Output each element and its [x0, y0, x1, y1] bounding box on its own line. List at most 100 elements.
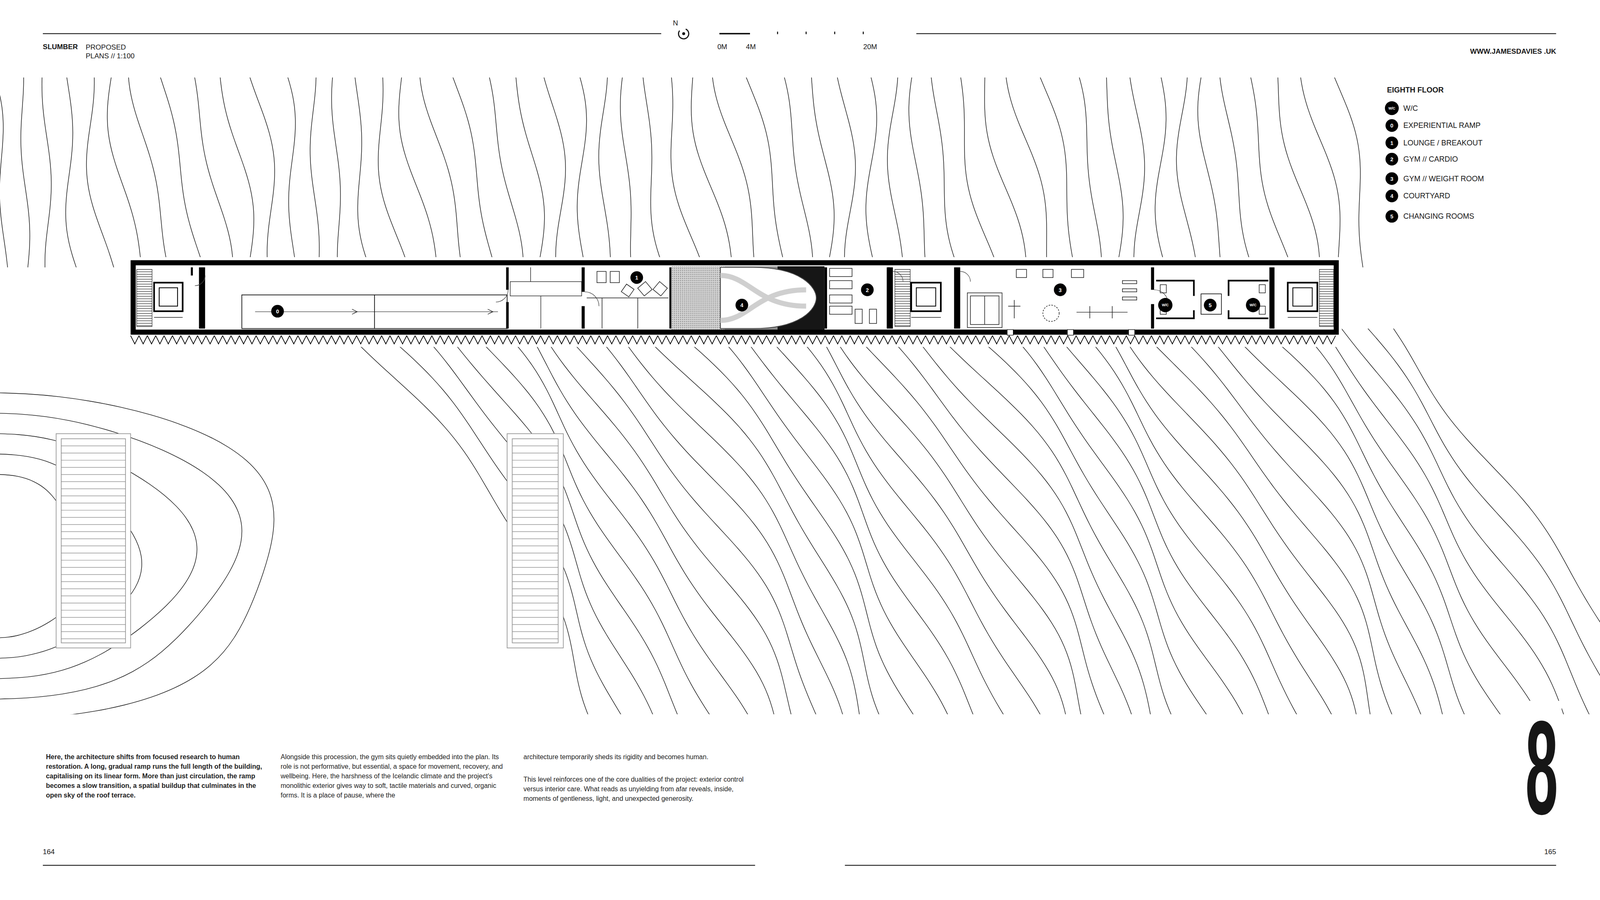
- facade-fins: [457, 335, 466, 345]
- stair: [1319, 271, 1334, 273]
- legend-callout: 5: [1390, 213, 1394, 220]
- window: [1007, 329, 1135, 335]
- contour-lines: [379, 328, 625, 715]
- page-number: 164: [42, 847, 55, 857]
- ramp: [510, 281, 582, 296]
- lounge-furniture: [621, 284, 635, 298]
- facade-fins: [666, 335, 675, 345]
- parking-bay: [512, 545, 558, 547]
- contour-lines: [107, 77, 142, 268]
- wall: [581, 267, 585, 293]
- facade-fins: [473, 335, 483, 345]
- facade-fins: [892, 335, 901, 345]
- facade-fins: [984, 335, 993, 345]
- facade-fins: [791, 335, 800, 345]
- stair: [895, 288, 911, 290]
- contour-lines: [908, 77, 926, 268]
- stair: [136, 276, 153, 278]
- callout-circle: [1385, 172, 1398, 185]
- facade-fins: [256, 335, 265, 345]
- building-plan: [133, 262, 1337, 333]
- plan-subtitle: PROPOSED PLANS // 1:100: [85, 42, 145, 61]
- contour-lines: [711, 77, 755, 268]
- facade-fins: [590, 335, 600, 345]
- legend-text: CHANGING ROOMS: [1402, 211, 1476, 222]
- scale-bar: [777, 31, 778, 35]
- contour-lines: [673, 328, 918, 715]
- door-swing: [892, 271, 903, 282]
- weight-equipment: [1122, 297, 1137, 300]
- facade-fins: [750, 335, 759, 345]
- stair: [895, 315, 911, 317]
- legend-text: LOUNGE / BREAKOUT: [1402, 138, 1484, 148]
- facade-fins: [582, 335, 591, 345]
- stair: [895, 291, 911, 292]
- contour-lines: [598, 77, 611, 268]
- facade-fins: [758, 335, 767, 345]
- facade-fins: [724, 335, 733, 345]
- changing-room: [1200, 293, 1222, 315]
- scale-bar: [719, 32, 750, 35]
- parking-bay: [61, 567, 126, 568]
- facade-fins: [649, 335, 658, 345]
- parking-bay: [61, 610, 126, 611]
- contour-lines: [515, 77, 545, 268]
- courtyard: [720, 267, 817, 329]
- callout-circle: [1053, 283, 1067, 296]
- parking-bay: [61, 445, 559, 639]
- contour-lines: [737, 328, 976, 715]
- contour-lines: [398, 77, 438, 268]
- courtyard: [720, 290, 807, 321]
- stair: [136, 317, 153, 319]
- scale-label: 4M: [745, 42, 756, 52]
- contour-lines: [1299, 328, 1541, 715]
- callout-number: 5: [1208, 302, 1212, 308]
- stair: [1319, 320, 1334, 321]
- facade-fins: [247, 335, 257, 345]
- lounge-furniture: [597, 271, 607, 283]
- window: [1128, 329, 1135, 335]
- contour-lines: [590, 328, 845, 715]
- changing-room: [1259, 306, 1266, 315]
- parking-bay: [61, 524, 126, 525]
- facade-fins: [281, 335, 290, 345]
- facade-fins: [1201, 335, 1210, 345]
- wall: [824, 267, 828, 329]
- facade-fins: [373, 335, 382, 345]
- legend-text: GYM // CARDIO: [1402, 154, 1460, 165]
- facade-fins: [189, 335, 198, 345]
- wall: [1150, 304, 1154, 329]
- facade-fins: [490, 335, 499, 345]
- lift-core: [911, 317, 941, 318]
- facade-fins: [674, 335, 683, 345]
- parking-bay: [512, 588, 558, 589]
- facade-fins: [1050, 335, 1060, 345]
- facade-fins: [1210, 335, 1219, 345]
- facade-fins: [925, 335, 934, 345]
- legend-text: W/C: [1402, 103, 1420, 113]
- ramp: [241, 267, 582, 329]
- contour-lines: [1051, 328, 1300, 715]
- facade-fins: [574, 335, 583, 345]
- contour-lines: [450, 77, 495, 268]
- facade-fins: [858, 335, 868, 345]
- lift-core: [154, 282, 183, 312]
- body-text: Here, the architecture shifts from focus…: [45, 752, 269, 800]
- cardio-equipment: [829, 280, 853, 289]
- contour-lines: [1341, 328, 1593, 715]
- parking-bay: [512, 474, 558, 475]
- contour-lines: [791, 328, 1044, 715]
- stair: [895, 271, 911, 273]
- contour-lines: [354, 77, 370, 268]
- legend-callout: 0: [1390, 122, 1394, 129]
- parking-bay: [61, 481, 126, 482]
- parking-bay: [61, 545, 126, 547]
- stair: [136, 310, 153, 312]
- contour-lines: [1077, 77, 1102, 268]
- scale-bar: [834, 31, 835, 35]
- cardio-equipment: [829, 295, 853, 304]
- stair: [1319, 291, 1334, 292]
- parking-bay: [61, 552, 126, 554]
- facade-fins: [1285, 335, 1294, 345]
- stair: [136, 313, 153, 314]
